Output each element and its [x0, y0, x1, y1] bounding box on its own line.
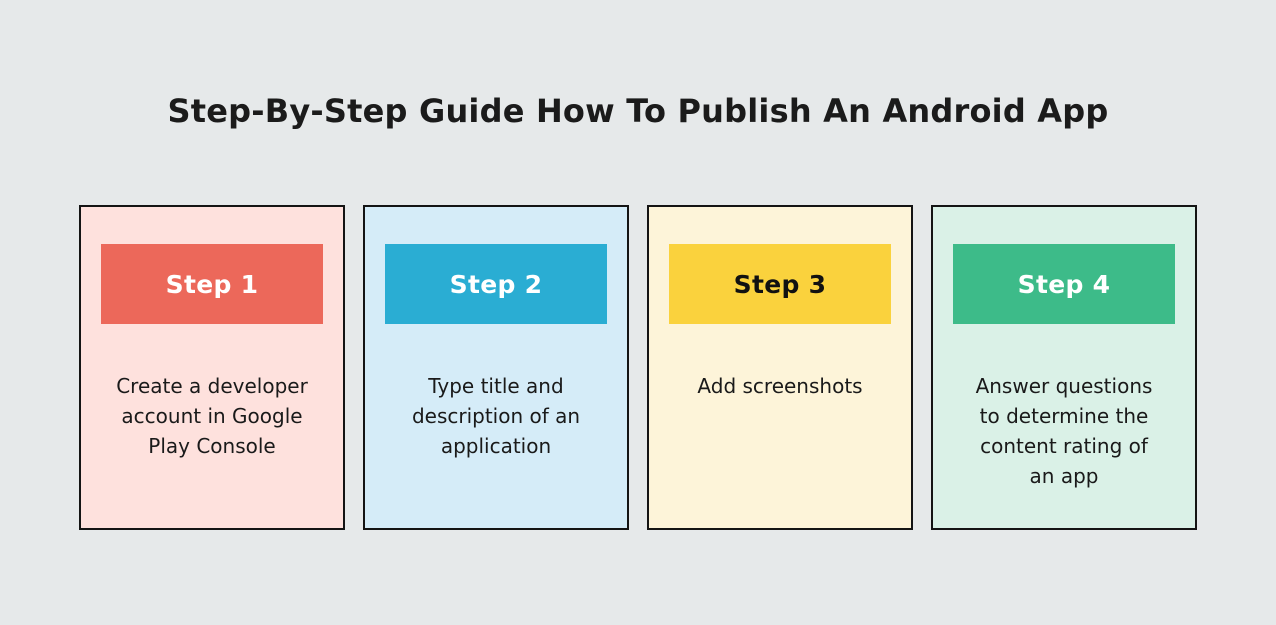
- step-card-4: Step 4 Answer questions to determine the…: [931, 205, 1197, 530]
- step-1-header: Step 1: [101, 244, 323, 324]
- step-4-description: Answer questions to determine the conten…: [975, 374, 1153, 488]
- step-3-label: Step 3: [733, 269, 827, 299]
- step-3-description: Add screenshots: [697, 374, 863, 398]
- step-2-description: Type title and description of an applica…: [411, 374, 581, 458]
- step-2-label: Step 2: [449, 269, 543, 299]
- step-card-2: Step 2 Type title and description of an …: [363, 205, 629, 530]
- step-3-header: Step 3: [669, 244, 891, 324]
- step-card-1: Step 1 Create a developer account in Goo…: [79, 205, 345, 530]
- step-4-label: Step 4: [1017, 269, 1111, 299]
- page-title: Step-By-Step Guide How To Publish An And…: [167, 92, 1109, 130]
- steps-row: Step 1 Create a developer account in Goo…: [79, 205, 1197, 530]
- step-4-header: Step 4: [953, 244, 1175, 324]
- step-1-label: Step 1: [165, 269, 259, 299]
- step-1-description: Create a developer account in Google Pla…: [116, 374, 308, 458]
- step-card-3: Step 3 Add screenshots: [647, 205, 913, 530]
- step-2-header: Step 2: [385, 244, 607, 324]
